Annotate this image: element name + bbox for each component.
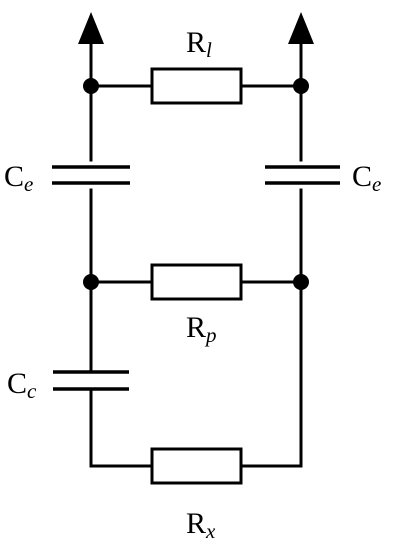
label-rl: Rl	[186, 26, 212, 62]
junction-node	[83, 274, 99, 290]
capacitor-cc	[53, 370, 129, 391]
label-ce-left: Ce	[4, 160, 33, 196]
capacitor-ce-right	[265, 165, 340, 185]
left-output-arrow	[78, 12, 104, 44]
junction-node	[83, 78, 99, 94]
label-rp: Rp	[186, 311, 217, 347]
capacitor-ce-left	[52, 165, 130, 185]
resistor-rl	[150, 67, 243, 105]
resistor-rp	[150, 263, 243, 301]
right-output-arrow	[288, 12, 314, 44]
label-ce-right: Ce	[352, 160, 381, 196]
label-rx: Rx	[186, 507, 216, 543]
junction-node	[293, 274, 309, 290]
junction-node	[293, 78, 309, 94]
label-cc: Cc	[7, 367, 37, 403]
resistor-rx	[150, 447, 243, 485]
